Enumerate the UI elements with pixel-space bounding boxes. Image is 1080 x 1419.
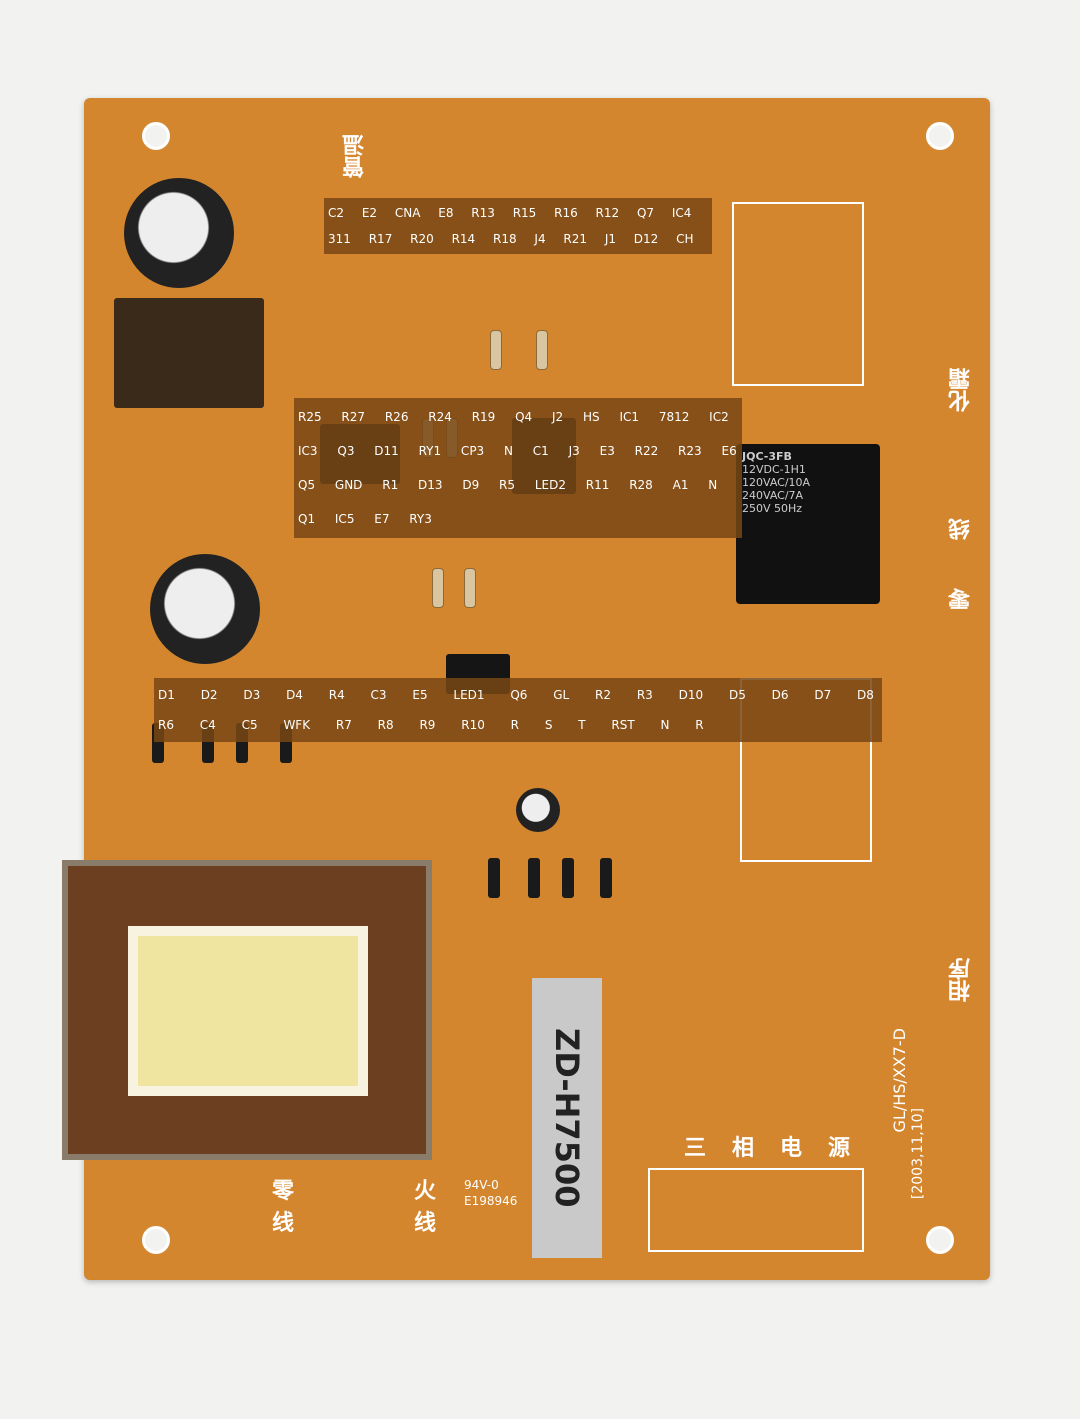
relay-spec: 120VAC/10A (742, 476, 811, 489)
diode-d8 (600, 858, 612, 898)
labels-top: C2 E2 CNA E8 R13 R15 R16 R12 Q7 IC4 311 … (324, 198, 712, 254)
resistor (490, 330, 502, 370)
rating-label: 94V-0 (464, 1178, 499, 1192)
relay-ry1: JQC-3FB 12VDC-1H1 120VAC/10A 240VAC/7A 2… (736, 444, 880, 604)
pcb-board: 管温 化霜 线 零 相序 三相电源 零线 火线 GL/HS/XX7-D [200… (62, 98, 990, 1280)
relay-spec: 12VDC-1H1 (742, 463, 806, 476)
label-line: 线 (949, 518, 974, 540)
relay-spec: 250V 50Hz (742, 502, 803, 515)
label-zero: 零 (949, 588, 974, 610)
label-three-phase: 三相电源 (684, 1136, 877, 1161)
relay-spec: 240VAC/7A (742, 489, 804, 502)
label-phase-seq: 相序 (949, 958, 974, 1002)
cert-label: E198946 (464, 1194, 518, 1208)
diode-d5 (488, 858, 500, 898)
resistor (432, 568, 444, 608)
label-neutral: 零线 (272, 1179, 295, 1236)
label-pipe-temp: 管温 (343, 134, 368, 178)
mount-hole (142, 122, 170, 150)
date-label: [2003,11,10] (910, 1108, 926, 1200)
diode-d7 (562, 858, 574, 898)
terminal-block-rst (648, 1168, 864, 1252)
transformer-coil (128, 926, 368, 1096)
model-label: GL/HS/XX7-D (890, 1028, 909, 1133)
diode-d6 (528, 858, 540, 898)
resistor (464, 568, 476, 608)
labels-low: D1 D2 D3 D4 R4 C3 E5 LED1 Q6 GL R2 R3 D1… (154, 678, 882, 742)
power-transformer (62, 860, 432, 1160)
mount-hole (926, 122, 954, 150)
label-defrost: 化霜 (949, 368, 974, 412)
capacitor-e5 (516, 788, 560, 832)
relay-outline-ch (732, 202, 864, 386)
transformer-label: ZD-H7500 (532, 978, 602, 1258)
mount-hole (926, 1226, 954, 1254)
labels-mid: R25 R27 R26 R24 R19 Q4 J2 HS IC1 7812 IC… (294, 398, 742, 538)
label-live: 火线 (414, 1179, 437, 1236)
mount-hole (142, 1226, 170, 1254)
capacitor-c2 (124, 178, 234, 288)
heatsink-ic1 (114, 298, 264, 408)
resistor (536, 330, 548, 370)
relay-model: JQC-3FB (742, 450, 792, 463)
capacitor-c1 (150, 554, 260, 664)
